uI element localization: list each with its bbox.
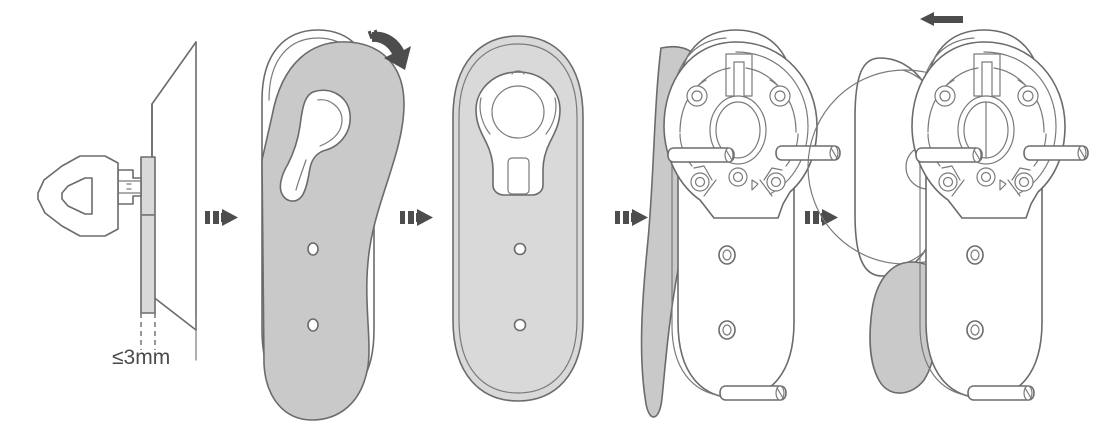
lock-body-lower-disc-icon xyxy=(869,261,941,394)
curved-plate-icon xyxy=(261,41,405,421)
step-5-slide-lock-body xyxy=(807,12,1089,401)
screw-hole-icon xyxy=(718,245,736,340)
rotate-arrow-icon xyxy=(367,29,411,71)
key-blade-icon xyxy=(117,169,142,205)
step-3-flat-backplate xyxy=(452,35,584,402)
mounting-bracket-icon xyxy=(663,41,818,219)
dimension-line-icon xyxy=(140,313,197,361)
step-arrow-3 xyxy=(615,209,648,226)
screw-hole-icon xyxy=(966,245,984,340)
screw-hole-icon xyxy=(513,242,527,332)
step-arrow-4 xyxy=(805,209,838,226)
step-arrow-2 xyxy=(400,209,433,226)
bottom-screw-icon xyxy=(967,385,1035,401)
screw-icon xyxy=(915,145,1089,163)
step-4-attach-mounting-bracket xyxy=(640,29,841,418)
step-2-peel-adhesive-plate xyxy=(261,29,411,421)
cylinder-icon xyxy=(140,156,156,314)
left-arrow-icon xyxy=(920,12,963,26)
bottom-screw-icon xyxy=(719,385,787,401)
step-arrow-1 xyxy=(205,209,238,226)
key-icon xyxy=(37,155,119,237)
mounting-bracket-icon xyxy=(911,41,1066,219)
door-panel-icon xyxy=(151,41,197,331)
clearance-label: ≤3mm xyxy=(112,346,170,369)
step-1-key-in-cylinder: ≤3mm xyxy=(37,41,197,369)
screw-icon xyxy=(667,145,841,163)
cylinder-profile-icon xyxy=(475,70,561,196)
